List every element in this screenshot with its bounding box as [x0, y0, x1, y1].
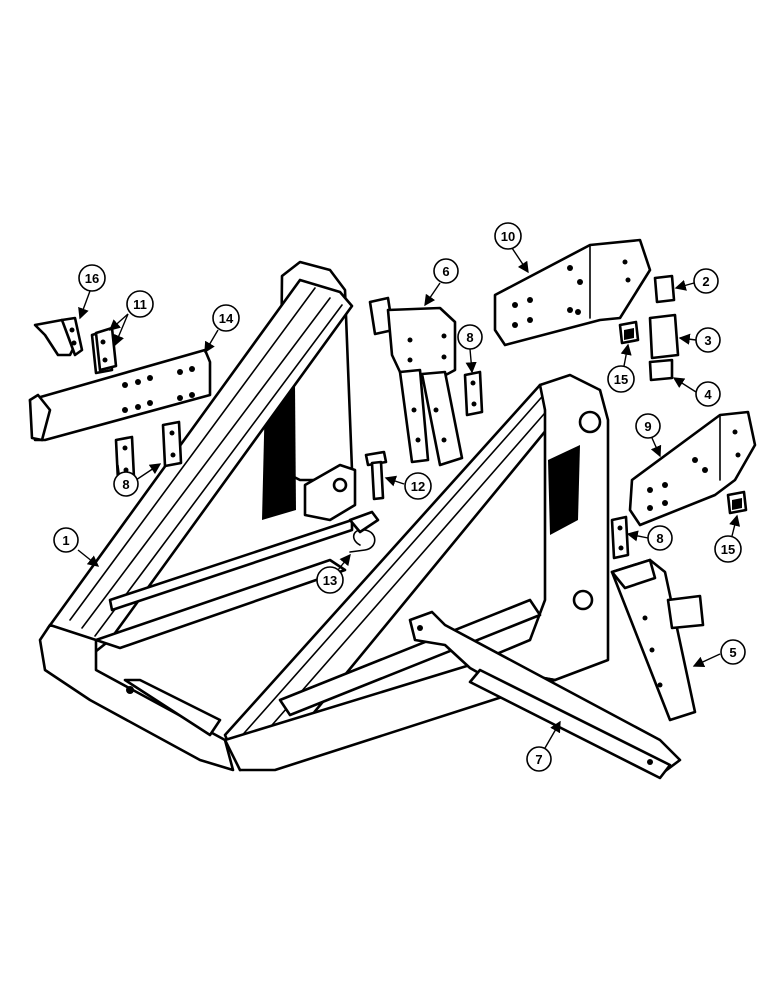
callout-5: 5	[692, 639, 746, 667]
svg-text:3: 3	[704, 333, 711, 348]
callout-15-lower: 15	[714, 514, 742, 563]
block-15-lower	[726, 490, 748, 515]
svg-text:15: 15	[721, 542, 735, 557]
callout-3: 3	[678, 327, 721, 353]
svg-text:12: 12	[411, 479, 425, 494]
svg-text:1: 1	[62, 533, 69, 548]
callout-16: 16	[78, 264, 106, 320]
callout-6: 6	[424, 258, 459, 307]
callout-4: 4	[672, 377, 721, 407]
svg-text:14: 14	[219, 311, 234, 326]
callout-1: 1	[53, 527, 100, 567]
mount-6	[368, 296, 464, 467]
main-frame	[38, 260, 682, 780]
callout-7: 7	[526, 720, 561, 772]
bracket-16	[33, 316, 84, 357]
clip-13	[348, 510, 380, 553]
callout-2: 2	[674, 268, 719, 294]
svg-text:8: 8	[466, 330, 473, 345]
svg-text:5: 5	[729, 645, 736, 660]
callout-13: 13	[316, 553, 351, 594]
plate-9	[628, 410, 757, 527]
svg-text:7: 7	[535, 752, 542, 767]
svg-text:15: 15	[614, 372, 628, 387]
callout-8-left: 8	[113, 463, 162, 497]
callout-10: 10	[494, 222, 529, 274]
callout-15-upper: 15	[607, 343, 635, 393]
plate-8-middle	[463, 370, 484, 417]
callout-11: 11	[108, 290, 154, 347]
callout-8-middle: 8	[457, 324, 483, 374]
plates-8-left	[114, 420, 183, 483]
callout-12: 12	[384, 472, 432, 500]
shims-11	[90, 326, 118, 375]
callout-9: 9	[635, 413, 662, 458]
block-15-upper	[618, 320, 640, 345]
pads-2-3-4	[648, 274, 680, 382]
svg-text:6: 6	[442, 264, 449, 279]
plate-10	[493, 238, 652, 347]
pin-12	[364, 450, 388, 501]
post-5	[610, 558, 705, 722]
svg-text:4: 4	[704, 387, 712, 402]
callout-14: 14	[204, 304, 240, 354]
svg-text:11: 11	[133, 297, 147, 312]
svg-text:16: 16	[85, 271, 99, 286]
plate-8-right	[610, 515, 630, 560]
svg-text:2: 2	[702, 274, 709, 289]
svg-text:10: 10	[501, 229, 515, 244]
svg-text:8: 8	[656, 531, 663, 546]
cross-plate-14	[28, 348, 212, 442]
svg-text:13: 13	[323, 573, 337, 588]
svg-text:9: 9	[644, 419, 651, 434]
callout-8-right: 8	[626, 525, 673, 551]
svg-text:8: 8	[122, 477, 129, 492]
